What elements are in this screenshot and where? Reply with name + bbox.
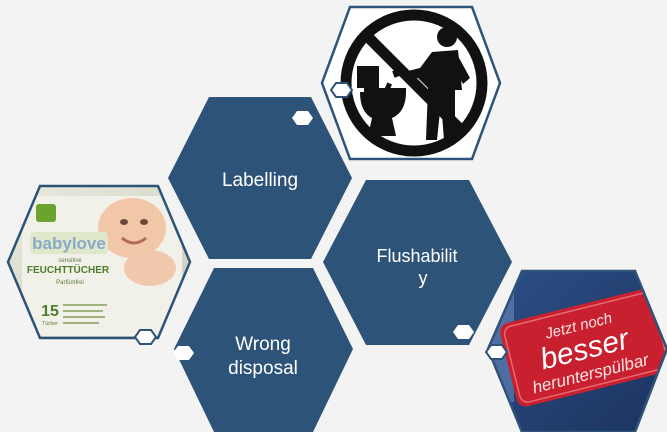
hex-labelling-text: Labelling bbox=[222, 170, 298, 191]
photo-hex-wipes-pack-dot bbox=[133, 329, 158, 345]
wipes-brand-text: babylove bbox=[32, 234, 106, 253]
hex-labelling: Labelling bbox=[168, 97, 352, 259]
wipes-variant-text: Parfümfrei bbox=[56, 280, 84, 286]
hex-flushability: Flushabilit y bbox=[323, 180, 512, 345]
hex-flushability-dot bbox=[453, 325, 474, 339]
hex-flushability-text-line1: Flushabilit bbox=[376, 246, 457, 266]
photo-hex-wipes-pack: babylove sensitive FEUCHTTÜCHER Parfümfr… bbox=[6, 184, 192, 345]
photo-hex-package-label-dot bbox=[484, 344, 509, 360]
wipes-subtitle-text: sensitive bbox=[58, 258, 82, 264]
wipes-count-text: 15 bbox=[41, 303, 59, 320]
hex-wrong-disposal-text-line2: disposal bbox=[228, 358, 298, 379]
hex-wrong-disposal: Wrong disposal bbox=[173, 268, 353, 432]
photo-hex-package-label: Jetzt noch besser herunterspülbar bbox=[484, 269, 667, 432]
hex-flushability-text-line2: y bbox=[419, 268, 428, 288]
hex-wrong-disposal-dot bbox=[173, 346, 194, 360]
photo-hex-no-littering-dot bbox=[329, 82, 354, 98]
wipes-count-unit-text: Tücher bbox=[42, 321, 58, 327]
photo-hex-no-littering bbox=[320, 5, 502, 161]
hex-labelling-dot bbox=[292, 111, 313, 125]
wipes-product-text: FEUCHTTÜCHER bbox=[27, 263, 110, 276]
hex-wrong-disposal-text-line1: Wrong bbox=[235, 334, 291, 355]
